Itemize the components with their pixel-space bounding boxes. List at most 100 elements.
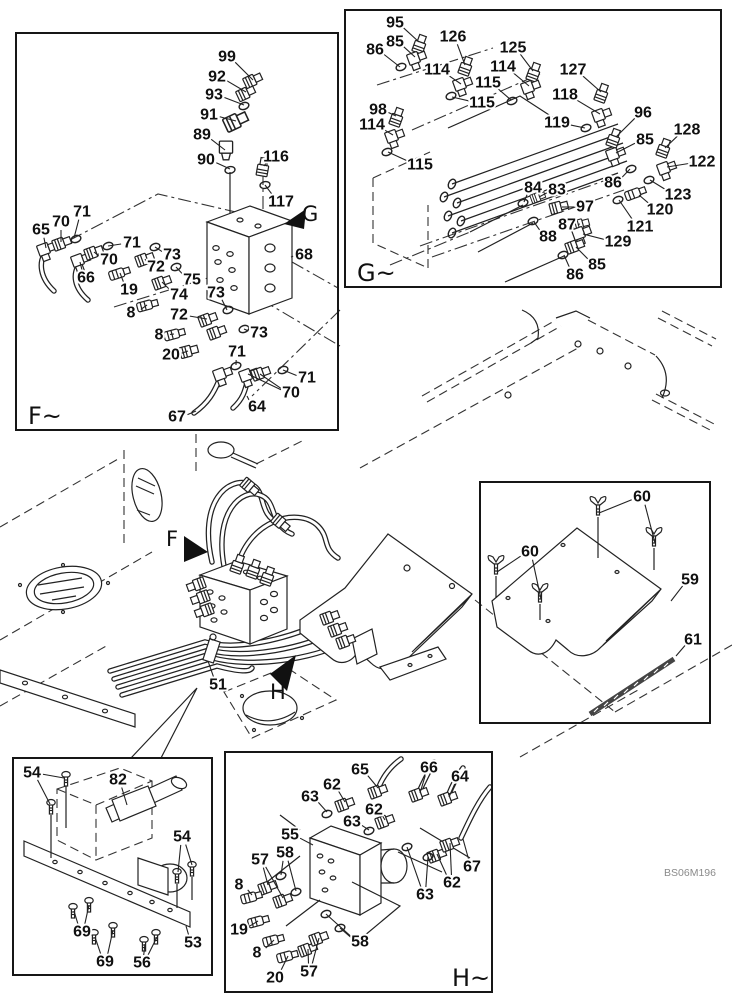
part-callout-88: 88 [539, 229, 557, 246]
part-callout-96: 96 [634, 105, 652, 122]
linework-shape [574, 340, 582, 348]
linework-shape [60, 562, 66, 568]
linework-shape [261, 851, 443, 947]
leader-line-84 [523, 194, 528, 203]
ring-fitting-icon [237, 100, 251, 112]
part-callout-91: 91 [200, 107, 218, 124]
linework-shape [255, 439, 305, 465]
section-labels: F~ G~ H~ G F H BS06M196 [28, 202, 716, 992]
linework-shape [359, 841, 382, 917]
leader-line-114 [381, 127, 394, 136]
leader-line-68 [290, 255, 294, 258]
part-callout-93: 93 [205, 87, 223, 104]
linework-shape [135, 477, 156, 516]
linework-shape [210, 617, 218, 623]
bent-pipe-65h-inner [376, 757, 403, 791]
view-letter-h: H [270, 680, 286, 704]
leader-line-89 [210, 138, 226, 151]
leader-lines-layer [37, 27, 692, 972]
linework-shape [407, 662, 413, 668]
part-callout-114: 114 [490, 59, 516, 76]
leader-line-83 [538, 192, 548, 198]
part-callout-60: 60 [521, 544, 539, 561]
leader-line-88 [533, 221, 541, 232]
linework-shape [359, 347, 579, 469]
leader-line-60 [496, 555, 521, 573]
linework-shape [651, 399, 715, 433]
linework-shape [291, 261, 339, 289]
part-callout-74: 74 [170, 287, 188, 304]
leader-line-53 [185, 925, 190, 936]
leader-line-65 [43, 237, 47, 249]
part-callout-116: 116 [263, 149, 289, 166]
linework-shape [587, 319, 656, 356]
leader-line-20 [280, 955, 289, 972]
part-callout-58: 58 [276, 845, 294, 862]
part-callout-51: 51 [209, 677, 227, 694]
linework-shape [37, 577, 85, 601]
part-callout-69: 69 [96, 954, 114, 971]
leader-line-96 [615, 117, 636, 138]
part-callout-73: 73 [163, 247, 181, 264]
fit-fitting-icon [605, 127, 623, 149]
fit-fitting-icon [388, 106, 406, 128]
linework-shape [426, 325, 562, 403]
fit-fitting-icon [51, 234, 73, 252]
part-callout-98: 98 [369, 102, 387, 119]
section-label-g: G~ [357, 259, 396, 287]
fit-fitting-icon [206, 323, 228, 341]
linework-shape [259, 598, 269, 606]
part-callout-115: 115 [475, 75, 501, 92]
part-callout-63: 63 [343, 814, 361, 831]
part-callout-114: 114 [424, 62, 450, 79]
leader-line-59 [670, 585, 684, 602]
part-callout-71: 71 [298, 370, 316, 387]
linework-shape [655, 355, 667, 399]
linework-shape [248, 220, 293, 315]
wing-fitting-icon [487, 554, 505, 575]
part-callout-57: 57 [300, 964, 318, 981]
linework-shape [447, 155, 615, 217]
leader-line-73 [154, 246, 163, 253]
bolt-fitting-icon [46, 798, 56, 815]
ring-fitting-icon [556, 249, 570, 261]
leader-line-19 [119, 272, 125, 284]
leader-line-62 [381, 815, 386, 821]
leader-line-125 [519, 53, 534, 72]
leader-line-54 [185, 844, 193, 866]
linework-shape [264, 243, 276, 253]
linework-shape [614, 569, 620, 575]
leader-line-115 [451, 96, 472, 102]
fit-fitting-icon [178, 342, 200, 360]
part-callout-92: 92 [208, 69, 226, 86]
leader-line-20 [181, 350, 189, 354]
linework-shape [316, 853, 324, 859]
part-callout-54: 54 [173, 829, 191, 846]
part-callout-62: 62 [323, 777, 341, 794]
linework-shape [113, 267, 241, 308]
detail-pointer-wedge [130, 687, 198, 759]
leader-line-82 [121, 787, 128, 806]
part-callout-55: 55 [281, 827, 299, 844]
leader-line-66 [79, 261, 83, 271]
part-callout-53: 53 [184, 935, 202, 952]
linework-shape [105, 580, 111, 586]
part-callout-70: 70 [52, 214, 70, 231]
leader-line-114 [446, 73, 462, 85]
part-callout-86: 86 [566, 267, 584, 284]
linework-shape [560, 542, 566, 548]
fit-fitting-icon [197, 310, 219, 328]
part-callout-70: 70 [282, 385, 300, 402]
leader-line-69 [73, 910, 79, 925]
section-label-h: H~ [452, 964, 490, 992]
linework-shape [264, 263, 276, 273]
leader-line-57 [262, 867, 269, 886]
view-g-arrow-icon [284, 209, 306, 229]
part-callout-85: 85 [588, 257, 606, 274]
linework-shape [226, 251, 234, 258]
part-callout-68: 68 [295, 247, 313, 264]
leader-line-57 [265, 866, 284, 899]
panel-frames [12, 9, 722, 993]
part-callout-72: 72 [147, 259, 165, 276]
